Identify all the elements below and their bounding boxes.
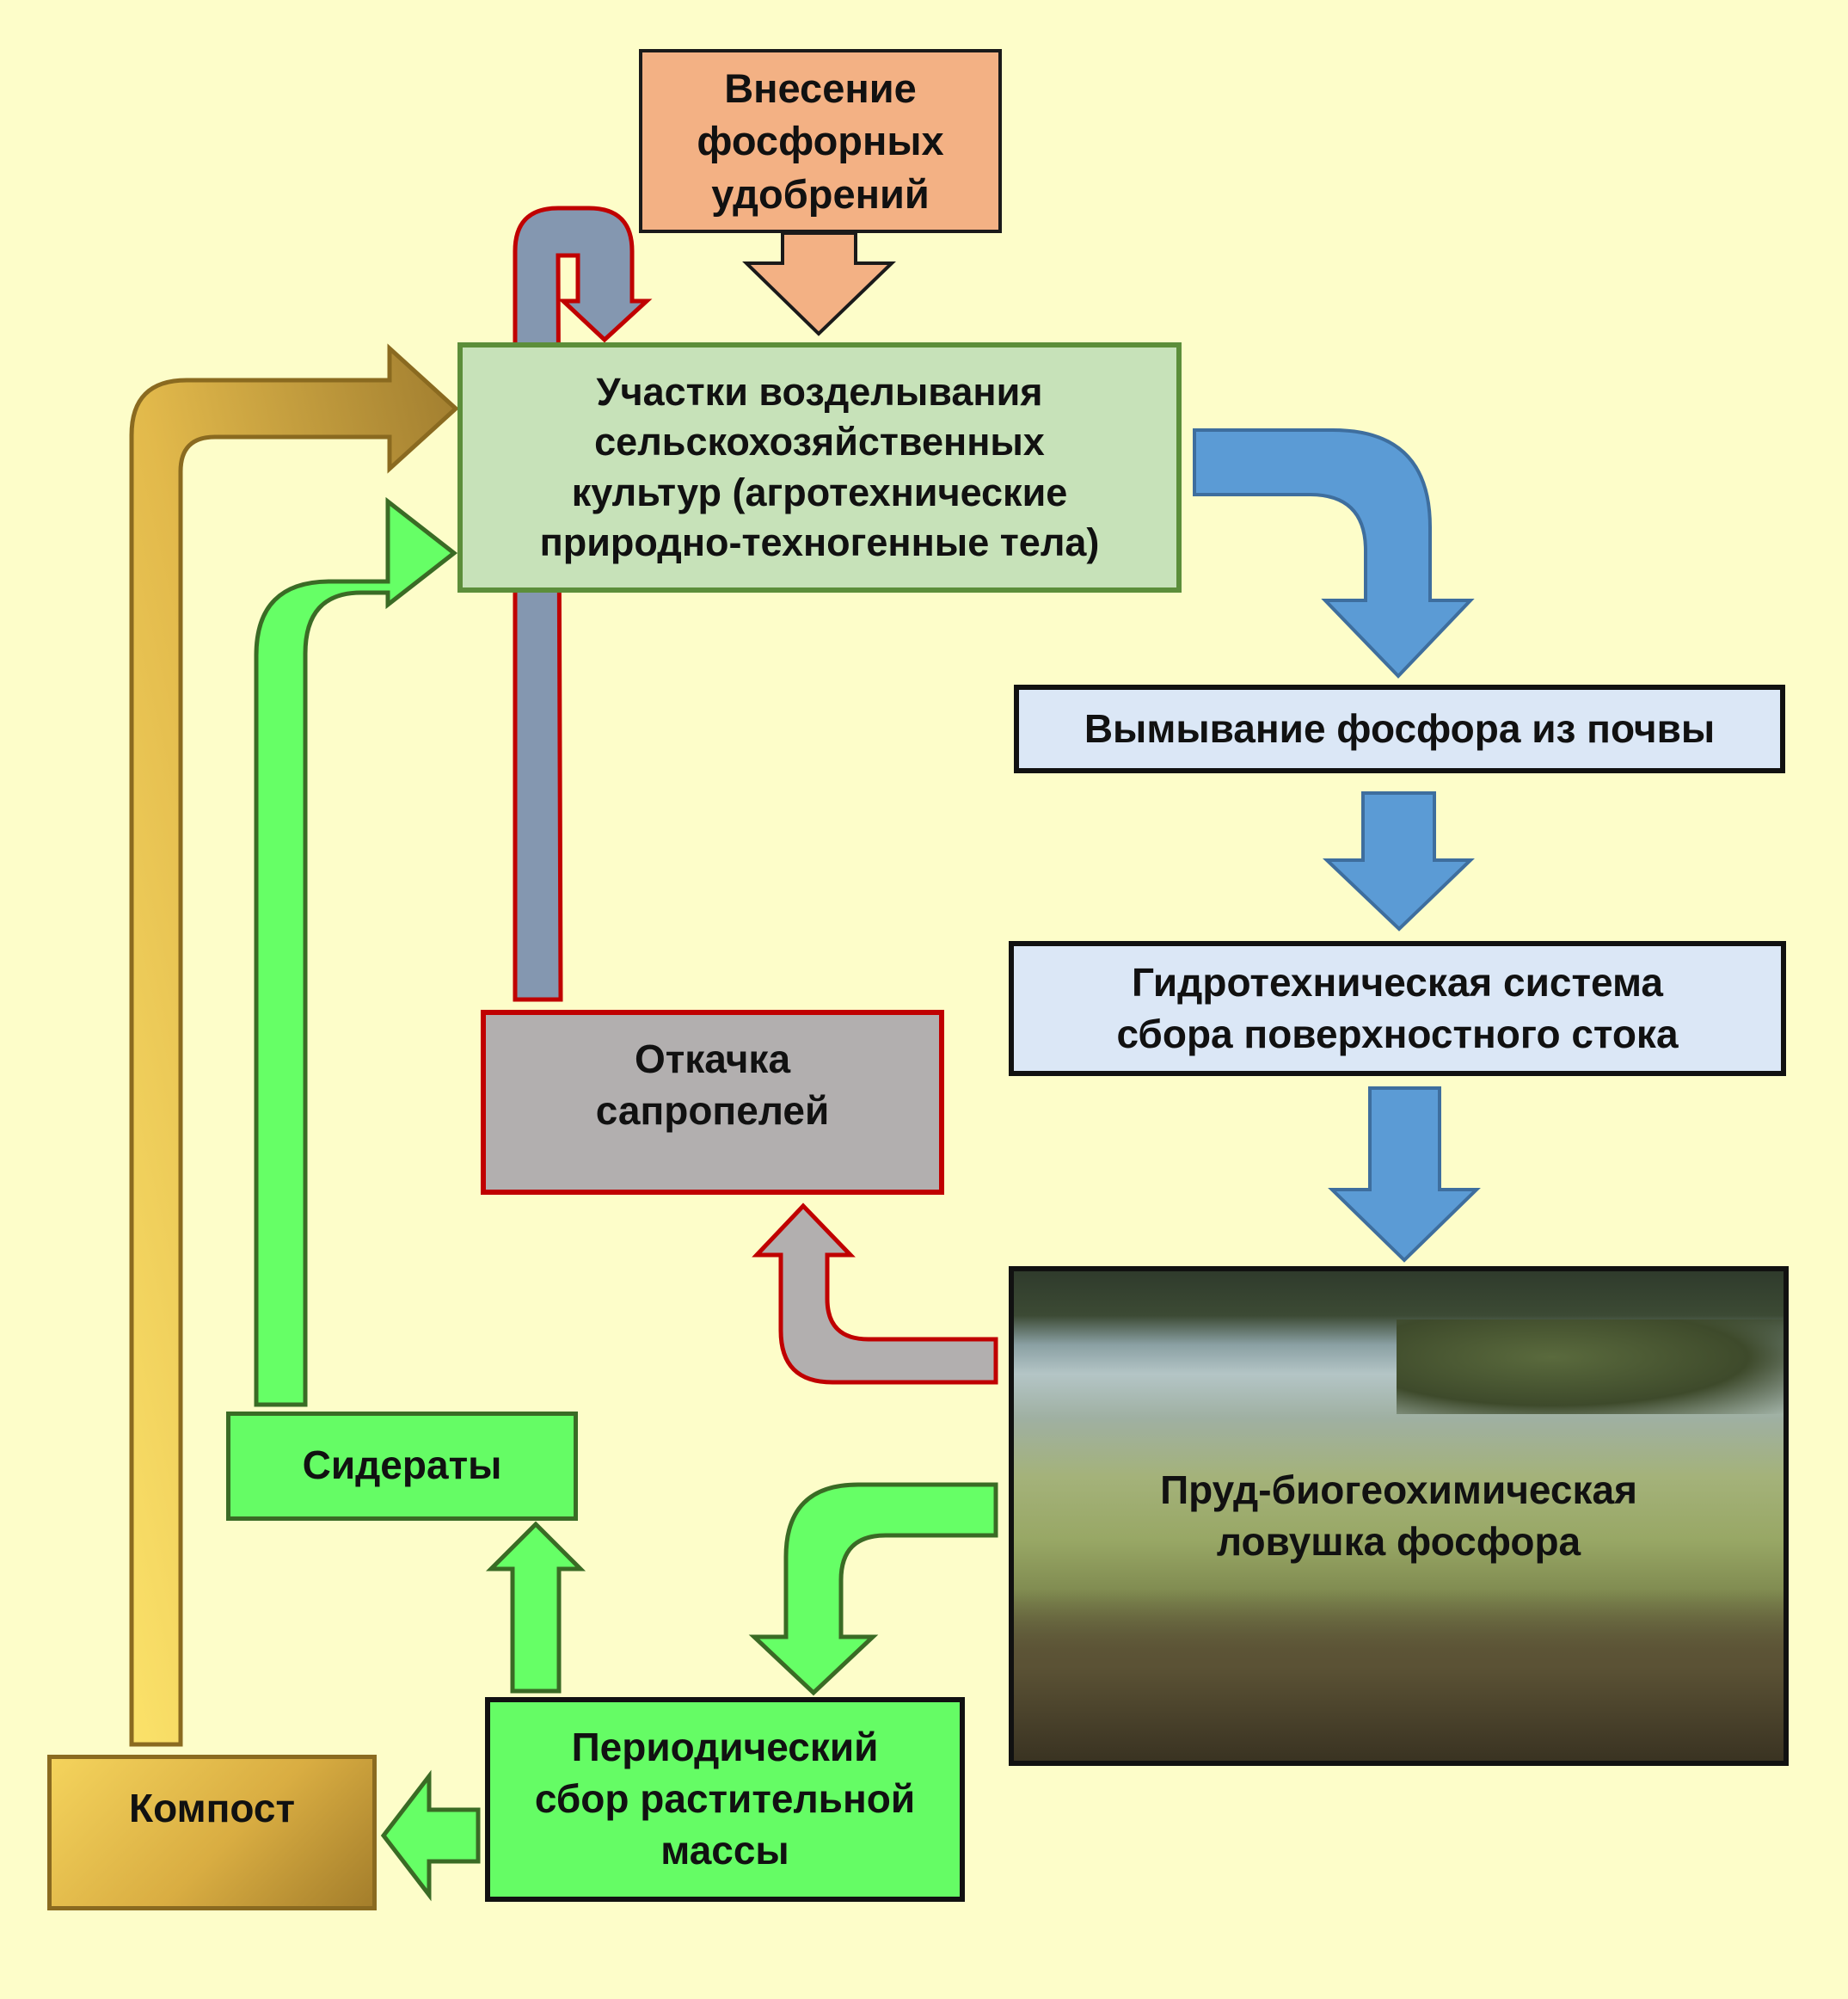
fertilizer-label: Внесение фосфорных удобрений [697, 65, 944, 217]
compost-label: Компост [129, 1786, 295, 1830]
compost-to-fields-arrow [129, 343, 459, 1747]
harvest-label: Периодический сбор растительной массы [534, 1725, 916, 1873]
fields-to-leaching-arrow [1193, 428, 1475, 679]
siderates-label: Сидераты [302, 1442, 502, 1487]
siderates-box: Сидераты [226, 1412, 578, 1521]
leaching-box: Вымывание фосфора из почвы [1014, 685, 1785, 773]
crop-fields-label: Участки возделывания сельскохозяйственны… [539, 369, 1100, 565]
compost-box: Компост [47, 1755, 377, 1910]
pond-label: Пруд-биогеохимическая ловушка фосфора [1160, 1467, 1637, 1564]
leaching-label: Вымывание фосфора из почвы [1084, 705, 1716, 751]
hydro-system-label: Гидротехническая система сбора поверхнос… [1116, 959, 1679, 1056]
pond-photo-box: Пруд-биогеохимическая ловушка фосфора [1009, 1266, 1789, 1766]
siderates-to-fields-arrow [254, 496, 458, 1407]
pond-to-sapropel-arrow [752, 1202, 998, 1385]
sapropel-pumping-label: Откачка сапропелей [595, 1036, 830, 1133]
pond-to-harvest-arrow [748, 1482, 998, 1696]
crop-fields-box: Участки возделывания сельскохозяйственны… [457, 342, 1182, 593]
sapropel-to-fields-arrow [513, 206, 653, 1002]
fertilizer-box: Внесение фосфорных удобрений [639, 49, 1002, 233]
harvest-to-compost-arrow [380, 1769, 481, 1902]
pond-shore [1014, 1589, 1784, 1761]
sapropel-pumping-box: Откачка сапропелей [481, 1010, 944, 1195]
hydro-system-box: Гидротехническая система сбора поверхнос… [1009, 941, 1786, 1076]
fertilizer-down-arrow [742, 231, 896, 336]
leaching-to-hydro-arrow [1323, 791, 1475, 932]
harvest-to-siderates-arrow [485, 1521, 586, 1694]
harvest-box: Периодический сбор растительной массы [485, 1697, 965, 1902]
pond-reeds [1397, 1319, 1784, 1414]
hydro-to-pond-arrow [1328, 1086, 1481, 1263]
